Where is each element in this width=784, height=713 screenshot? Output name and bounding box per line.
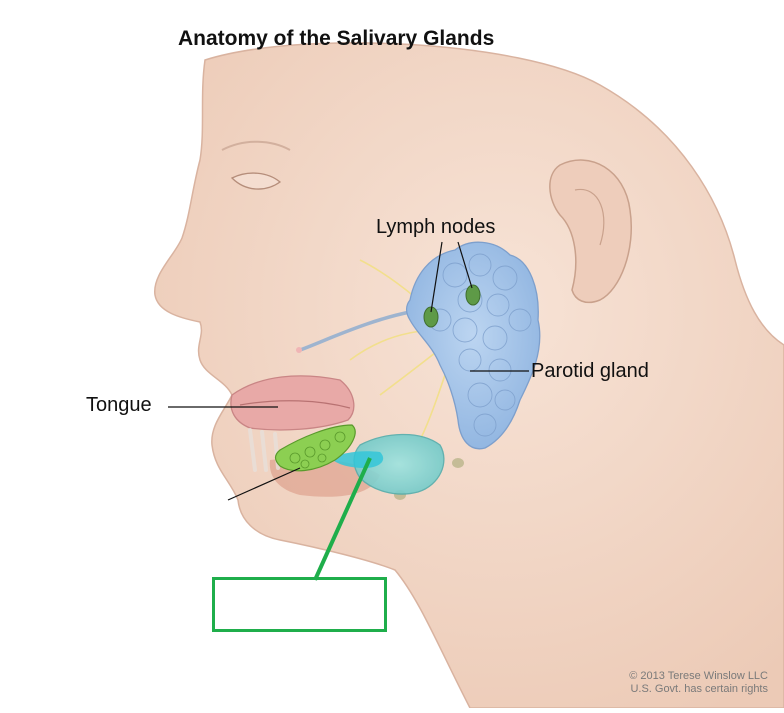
- lymph-node-1: [423, 306, 439, 328]
- facial-nerves: [349, 259, 451, 441]
- blank-label-box[interactable]: [212, 577, 387, 632]
- lymph-node-3: [452, 458, 464, 468]
- copyright-credit: © 2013 Terese Winslow LLC U.S. Govt. has…: [629, 670, 768, 696]
- highlight-pointer-line: [313, 457, 372, 581]
- label-lymph-nodes: Lymph nodes: [376, 216, 496, 238]
- label-parotid-gland: Parotid gland: [531, 360, 649, 382]
- parotid-gland-shape: [405, 241, 541, 450]
- submandibular-gland-shape: [353, 433, 445, 495]
- leader-line-blank: [227, 467, 301, 501]
- leader-line-lymph-2: [457, 241, 473, 289]
- lymph-node-2: [465, 284, 481, 306]
- leader-line-lymph-1: [430, 241, 443, 313]
- lips: [230, 375, 355, 431]
- eye: [230, 172, 282, 190]
- ear: [549, 159, 632, 304]
- label-tongue: Tongue: [86, 394, 152, 416]
- diagram-title: Anatomy of the Salivary Glands: [178, 27, 495, 50]
- parotid-duct: [298, 310, 412, 352]
- credit-line-1: © 2013 Terese Winslow LLC: [629, 670, 768, 682]
- credit-line-2: U.S. Govt. has certain rights: [630, 683, 768, 695]
